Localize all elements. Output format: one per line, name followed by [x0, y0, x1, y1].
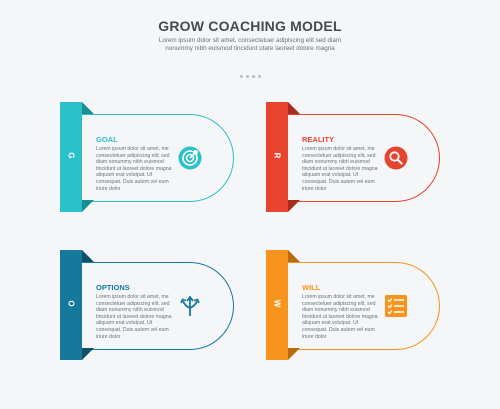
card-letter: G [66, 152, 76, 159]
card-strip [266, 250, 288, 360]
pagination-dots [0, 65, 500, 83]
page-title: GROW COACHING MODEL [158, 18, 342, 34]
card-outline [286, 114, 440, 203]
dot [245, 75, 249, 78]
card-title: WILL [302, 283, 321, 292]
card-strip [60, 250, 82, 360]
card-strip [60, 102, 82, 212]
card-will: W WILL Lorem ipsum dolor sit amet, me co… [266, 250, 442, 360]
card-text: Lorem ipsum dolor sit amet, me consectet… [96, 294, 172, 340]
strip-fold [82, 200, 94, 212]
dot [239, 75, 243, 78]
card-letter: O [66, 300, 76, 307]
dot [251, 75, 255, 78]
split-arrows-icon [180, 295, 200, 316]
strip-fold [82, 348, 94, 360]
card-outline [80, 114, 234, 203]
card-reality: R REALITY Lorem ipsum dolor sit amet, me… [266, 102, 442, 212]
card-letter: W [272, 299, 282, 308]
page-subtitle: Lorem ipsum dolor sit amet, consectetuer… [158, 37, 342, 52]
strip-fold [288, 250, 300, 262]
card-text: Lorem ipsum dolor sit amet, me consectet… [302, 146, 378, 192]
card-goal: G GOAL Lorem ipsum dolor sit amet, me co… [60, 102, 236, 212]
card-strip [266, 102, 288, 212]
strip-fold [82, 102, 94, 114]
strip-fold [82, 250, 94, 262]
card-options: O OPTIONS Lorem ipsum dolor sit amet, me… [60, 250, 236, 360]
card-letter: R [272, 152, 282, 159]
card-title: GOAL [96, 135, 118, 144]
target-icon [178, 146, 202, 170]
strip-fold [288, 348, 300, 360]
card-title: OPTIONS [96, 283, 130, 292]
checklist-icon [385, 295, 407, 317]
card-title: REALITY [302, 135, 335, 144]
magnifier-icon [384, 146, 408, 170]
card-outline [286, 262, 440, 351]
card-outline [80, 262, 234, 351]
card-text: Lorem ipsum dolor sit amet, me consectet… [302, 294, 378, 340]
strip-fold [288, 102, 300, 114]
dot [257, 75, 261, 78]
card-text: Lorem ipsum dolor sit amet, me consectet… [96, 146, 172, 192]
